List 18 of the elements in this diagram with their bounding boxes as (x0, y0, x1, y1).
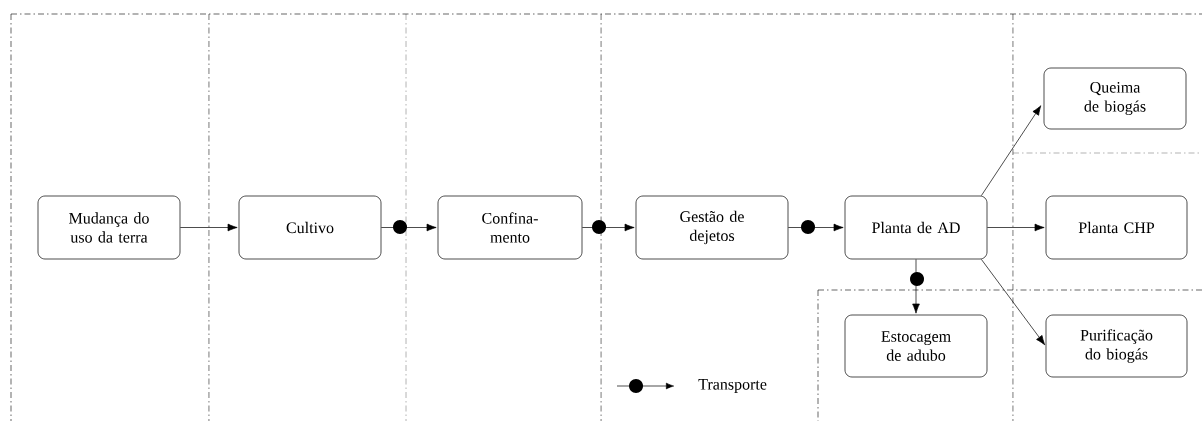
arrow (987, 223, 1045, 232)
arrow (180, 223, 238, 232)
arrow (981, 105, 1042, 196)
transport-arrow (910, 259, 924, 314)
process-box: Mudança do uso da terra (37, 195, 181, 260)
process-box: Gestão de dejetos (635, 195, 789, 260)
arrow (981, 259, 1046, 346)
process-box: Planta CHP (1045, 195, 1188, 260)
process-box: Planta de AD (844, 195, 988, 260)
process-box: Confina- mento (437, 195, 583, 260)
transport-arrow (582, 220, 635, 234)
process-box: Purificação do biogás (1045, 314, 1188, 378)
transport-arrow (788, 220, 844, 234)
process-box: Estocagem de adubo (844, 314, 988, 378)
process-box: Queima de biogás (1043, 67, 1187, 130)
process-box: Cultivo (238, 195, 382, 260)
legend-text: Transporte (698, 379, 767, 393)
transport-arrow (381, 220, 437, 234)
